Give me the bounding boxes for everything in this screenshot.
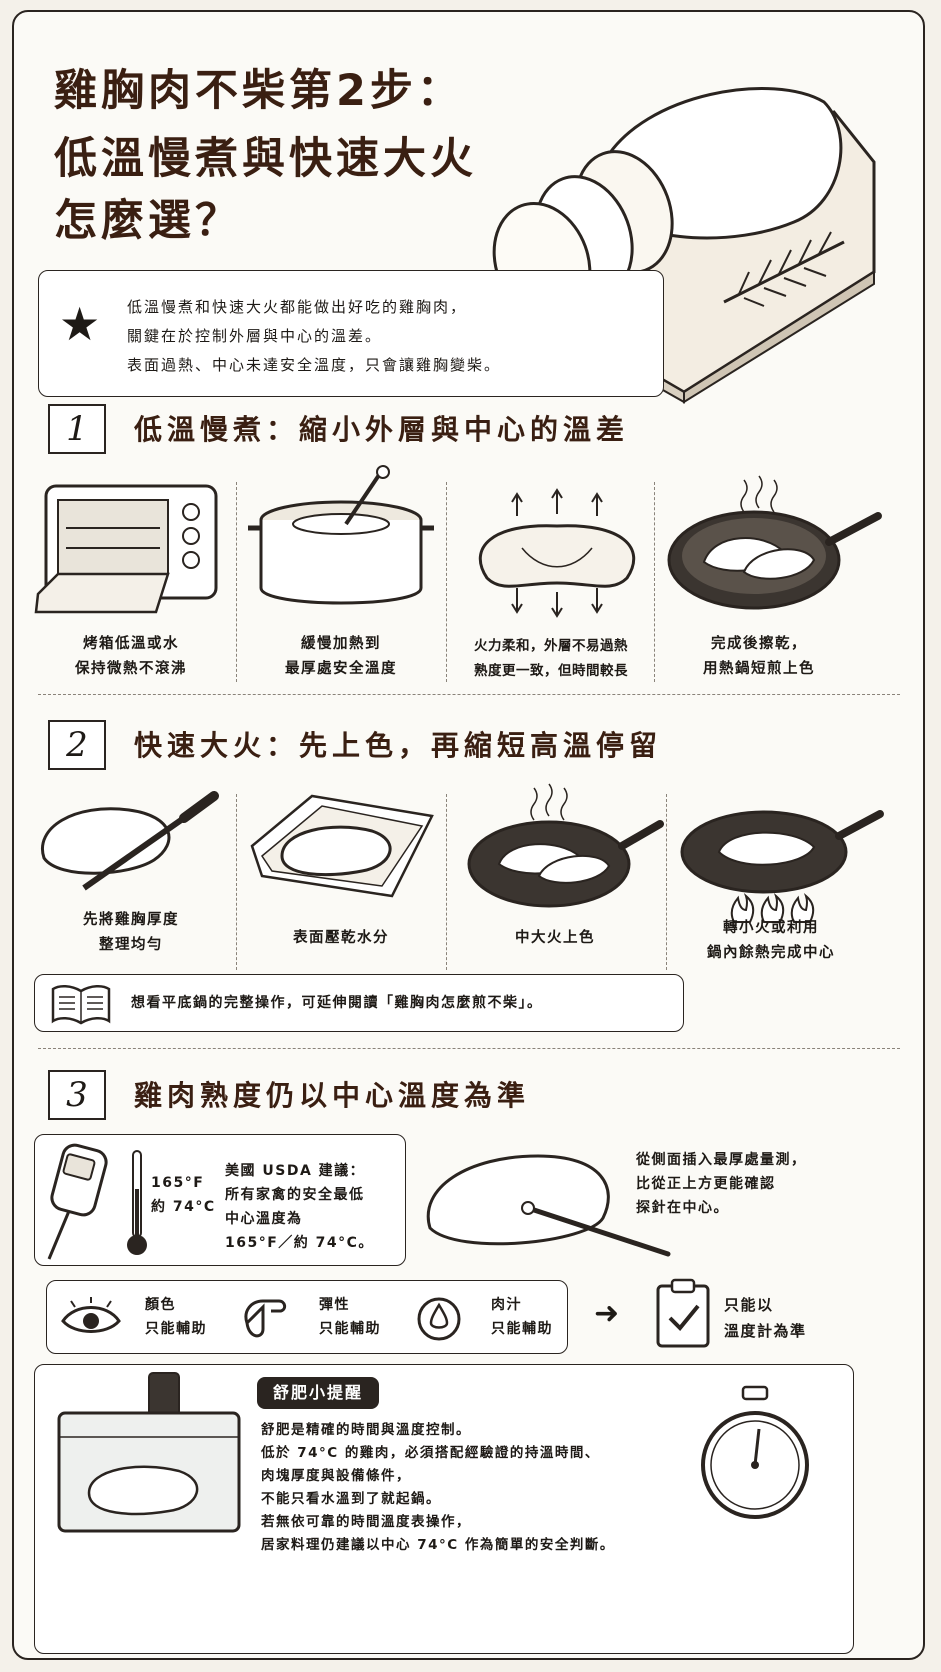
section-2-panel-3-caption: 中大火上色: [515, 930, 595, 946]
chicken-and-knife-icon: [41, 791, 219, 891]
searing-pan-icon: [467, 783, 664, 908]
toaster-oven-icon: [34, 484, 218, 614]
sous-vide-container-icon: [57, 1372, 241, 1533]
usda-line: 所有家禽的安全最低: [225, 1187, 365, 1203]
section-3-title: 雞肉熟度仍以中心溫度為準: [134, 1079, 531, 1112]
stopwatch-icon: [701, 1385, 809, 1519]
pressing-hand-icon: [244, 1299, 287, 1338]
intro-line: 低溫慢煮和快速大火都能做出好吃的雞胸肉，: [127, 298, 468, 316]
indicators-box: 顏色 只能輔助 彈性 只能輔助 肉汁 只能輔助: [46, 1280, 568, 1354]
indicator-note: 只能輔助: [145, 1321, 207, 1337]
section-1-panel-4-caption: 完成後擦乾， 用熱鍋短煎上色: [703, 636, 815, 677]
conclusion-text: 只能以 溫度計為準: [724, 1296, 807, 1340]
usda-temperature-box: 165°F 約 74°C 美國 USDA 建議： 所有家禽的安全最低 中心溫度為…: [34, 1134, 406, 1266]
usda-line: 中心溫度為: [225, 1211, 303, 1227]
thermometer-icon: [127, 1150, 147, 1255]
arrow-right-icon: ➜: [594, 1296, 620, 1331]
section-2-panel-2-caption: 表面壓乾水分: [293, 930, 389, 946]
intro-line: 表面過熱、中心未達安全溫度，只會讓雞胸變柴。: [127, 356, 502, 374]
indicator-label: 肉汁: [491, 1297, 522, 1313]
section-1-panel-2-caption: 緩慢加熱到 最厚處安全溫度: [285, 636, 397, 677]
section-1-number: 1: [48, 404, 106, 454]
pan-on-flame-icon: [680, 810, 884, 923]
digital-thermometer-icon: [47, 1143, 108, 1260]
chicken-cross-section-icon: [478, 488, 636, 618]
section-2-title: 快速大火：先上色，再縮短高溫停留: [134, 729, 663, 762]
section-1-panel-3-caption: 火力柔和，外層不易過熱 熟度更一致，但時間較長: [474, 638, 628, 679]
eye-icon: [61, 1297, 121, 1333]
usda-line: 165°F／約 74°C。: [225, 1235, 374, 1251]
sous-vide-text: 舒肥是精確的時間與溫度控制。 低於 74°C 的雞肉，必須搭配經驗證的持溫時間、…: [261, 1422, 615, 1553]
temp-fahrenheit: 165°F: [151, 1175, 205, 1191]
sous-vide-tip-box: 舒肥小提醒 舒肥是精確的時間與溫度控制。 低於 74°C 的雞肉，必須搭配經驗證…: [34, 1364, 854, 1654]
page-title-line-3: 怎麼選？: [54, 196, 242, 246]
probe-note: 從側面插入最厚處量測， 比從正上方更能確認 探針在中心。: [636, 1152, 807, 1216]
indicator-note: 只能輔助: [491, 1321, 553, 1337]
droplet-icon: [417, 1297, 461, 1341]
indicator-note: 只能輔助: [319, 1321, 381, 1337]
section-2-number: 2: [48, 720, 106, 770]
section-2-panel-4-caption: 轉小火或利用 鍋內餘熱完成中心: [707, 920, 835, 961]
probe-in-chicken-icon: [426, 1154, 671, 1257]
page-title-line-2: 低溫慢煮與快速大火: [54, 134, 477, 184]
reading-tip-text: 想看平底鍋的完整操作，可延伸閱讀「雞胸肉怎麼煎不柴」。: [131, 995, 543, 1011]
section-2-panel-1-caption: 先將雞胸厚度 整理均勻: [83, 912, 179, 953]
checklist-clipboard-icon: [656, 1278, 710, 1348]
infographic-page: 雞胸肉不柴第2步： 低溫慢煮與快速大火 怎麼選？ ★ 低溫慢煮和快速大火都能做出…: [12, 10, 925, 1660]
page-title-line-1: 雞胸肉不柴第2步：: [54, 66, 464, 116]
paper-towel-chicken-icon: [250, 794, 434, 898]
frying-pan-icon: [667, 475, 882, 610]
reading-tip-box[interactable]: 想看平底鍋的完整操作，可延伸閱讀「雞胸肉怎麼煎不柴」。: [34, 974, 684, 1032]
pot-with-thermometer-icon: [248, 465, 434, 605]
usda-line: 美國 USDA 建議：: [225, 1163, 366, 1179]
section-1-title: 低溫慢煮：縮小外層與中心的溫差: [134, 413, 630, 446]
indicator-label: 顏色: [145, 1297, 176, 1313]
section-1-panel-1-caption: 烤箱低溫或水 保持微熱不滾沸: [75, 636, 187, 677]
intro-box: ★ 低溫慢煮和快速大火都能做出好吃的雞胸肉， 關鍵在於控制外層與中心的溫差。 表…: [38, 270, 664, 397]
section-3-number: 3: [48, 1070, 106, 1120]
intro-line: 關鍵在於控制外層與中心的溫差。: [127, 327, 383, 345]
indicator-label: 彈性: [319, 1297, 350, 1313]
sous-vide-badge: 舒肥小提醒: [257, 1377, 380, 1409]
star-icon: ★: [59, 297, 101, 351]
open-book-icon: [51, 985, 111, 1025]
temp-celsius: 約 74°C: [151, 1199, 216, 1215]
